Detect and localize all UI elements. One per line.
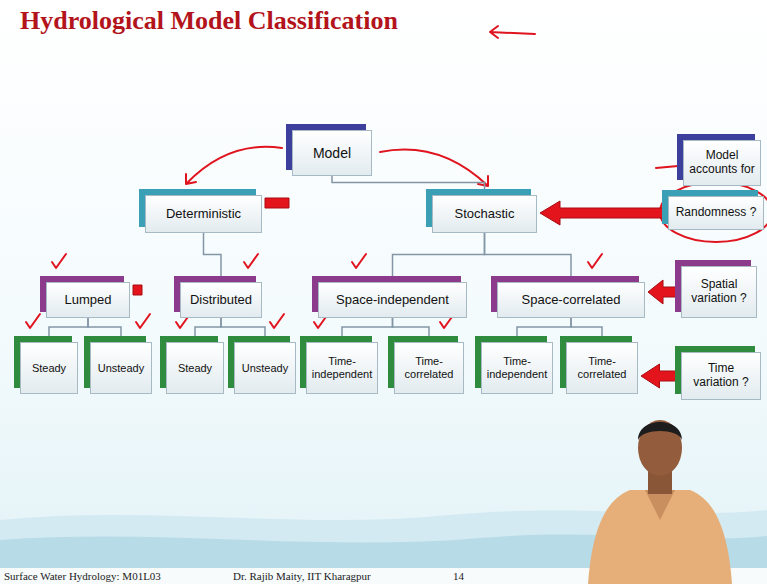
node-text: Time-correlated	[398, 355, 460, 380]
category-box: Deterministic	[145, 195, 262, 233]
pointer-arrow	[490, 26, 535, 38]
leaf-box: Steady	[166, 342, 224, 394]
tree-connector	[485, 233, 572, 282]
node-text: Unsteady	[98, 362, 144, 375]
tree-connector	[332, 176, 485, 195]
question-box: Time variation ?	[681, 352, 761, 400]
node-text: Lumped	[65, 293, 112, 308]
node-text: Model accounts for	[687, 149, 757, 177]
tree-connector	[393, 233, 485, 282]
leaf-box: Unsteady	[90, 342, 152, 394]
curved-arrow	[186, 147, 282, 184]
slide-title: Hydrological Model Classification	[20, 6, 398, 36]
node-text: Spatial variation ?	[685, 278, 753, 306]
question-box: Model accounts for	[683, 140, 761, 186]
footer-text: 14	[453, 570, 464, 582]
footer-text: Dr. Rajib Maity, IIT Kharagpur	[233, 570, 371, 582]
root-box: Model	[292, 130, 372, 176]
subcategory-box: Distributed	[180, 282, 262, 318]
node-text: Randomness ?	[676, 206, 757, 220]
curved-arrow	[380, 150, 488, 186]
node-text: Stochastic	[455, 207, 515, 222]
leaf-box: Time-correlated	[394, 342, 464, 394]
block-arrow	[133, 285, 142, 295]
leaf-box: Unsteady	[234, 342, 296, 394]
category-box: Stochastic	[432, 195, 537, 233]
node-text: Time-correlated	[570, 355, 634, 380]
subcategory-box: Space-correlated	[497, 282, 645, 318]
tree-connector	[204, 233, 222, 282]
pointer-mark	[656, 166, 678, 168]
node-text: Time-independent	[310, 355, 374, 380]
node-text: Steady	[32, 362, 66, 375]
block-arrow	[641, 364, 678, 388]
block-arrow	[540, 201, 665, 225]
block-arrow	[648, 280, 678, 304]
footer-text: Surface Water Hydrology: M01L03	[4, 570, 161, 582]
node-text: Time-independent	[485, 355, 549, 380]
leaf-box: Steady	[20, 342, 78, 394]
node-text: Time variation ?	[685, 362, 757, 390]
tree-connector	[49, 318, 88, 342]
leaf-box: Time-independent	[306, 342, 378, 394]
subcategory-box: Space-independent	[318, 282, 467, 318]
node-text: Steady	[178, 362, 212, 375]
presenter-figure	[588, 420, 732, 584]
question-box: Randomness ?	[668, 196, 764, 230]
circle-mark	[660, 182, 767, 242]
node-text: Space-correlated	[522, 293, 621, 308]
leaf-box: Time-independent	[481, 342, 553, 394]
tree-connector	[195, 318, 221, 342]
tree-connector	[221, 318, 265, 342]
tree-connector	[342, 318, 393, 342]
node-text: Distributed	[190, 293, 252, 308]
tree-connector	[393, 318, 430, 342]
block-arrow	[265, 198, 289, 208]
node-text: Unsteady	[242, 362, 288, 375]
node-text: Space-independent	[336, 293, 449, 308]
tree-connector	[88, 318, 121, 342]
tree-connector	[571, 318, 602, 342]
question-box: Spatial variation ?	[681, 266, 757, 318]
node-text: Model	[313, 145, 351, 161]
subcategory-box: Lumped	[46, 282, 130, 318]
node-text: Deterministic	[166, 207, 241, 222]
tree-connector	[517, 318, 571, 342]
leaf-box: Time-correlated	[566, 342, 638, 394]
